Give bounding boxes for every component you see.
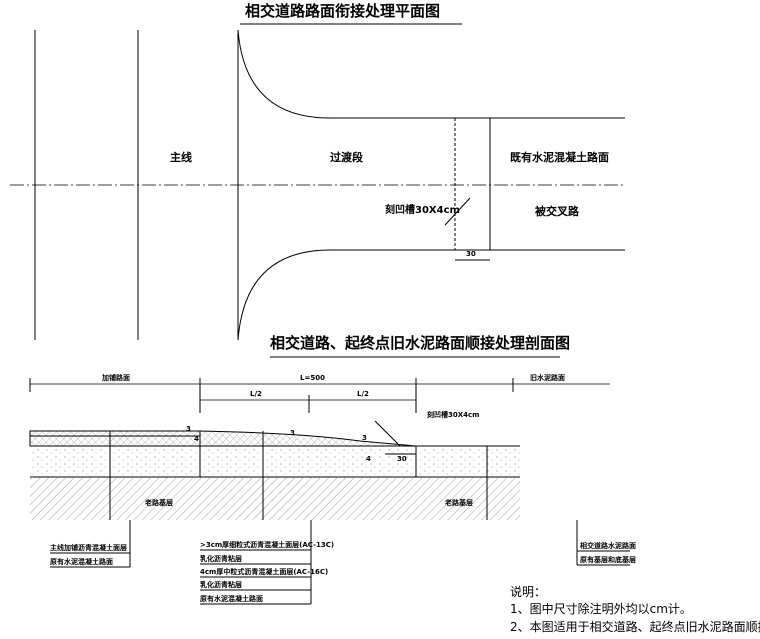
legend-mid-3: 4cm厚中粒式沥青混凝土面层(AC-16C) — [200, 568, 329, 576]
dim-3: 3 — [290, 429, 295, 437]
crossed-road-label: 被交叉路 — [535, 205, 579, 218]
base-right-label: 老路基层 — [445, 499, 473, 507]
note-1: 1、图中尺寸除注明外均以cm计。 — [510, 602, 692, 616]
section-dim-30: 30 — [397, 455, 407, 463]
half-length-1: L/2 — [250, 390, 262, 398]
old-concrete-label: 旧水泥路面 — [530, 374, 565, 382]
section-groove-label: 刻凹槽30X4cm — [427, 411, 480, 419]
half-length-2: L/2 — [357, 390, 369, 398]
legend-left-1: 主线加铺沥青混凝土面层 — [50, 544, 127, 552]
legend-right-2: 原有基层和底基层 — [580, 556, 636, 564]
dim-3: 3 — [362, 434, 367, 442]
dim-3: 3 — [186, 425, 191, 433]
legend-mid-4: 乳化沥青粘层 — [200, 581, 242, 589]
legend-right-1: 相交道路水泥路面 — [580, 542, 636, 550]
plan-title: 相交道路路面衔接处理平面图 — [245, 2, 441, 20]
main-line-label: 主线 — [170, 151, 192, 164]
overlay-label: 加铺路面 — [102, 374, 130, 382]
existing-road-label: 既有水泥混凝土路面 — [510, 151, 609, 164]
note-2: 2、本图适用于相交道路、起终点旧水泥路面顺接。 — [510, 620, 760, 634]
legend-mid-5: 原有水泥混凝土路面 — [200, 595, 263, 603]
legend-mid-1: >3cm厚细粒式沥青混凝土面层(AC-13C) — [200, 541, 335, 549]
legend-left-2: 原有水泥混凝土路面 — [50, 558, 113, 566]
section-title: 相交道路、起终点旧水泥路面顺接处理剖面图 — [270, 334, 571, 352]
notes-heading: 说明： — [510, 585, 547, 599]
base-left-label: 老路基层 — [145, 499, 173, 507]
dim-4: 4 — [366, 455, 371, 463]
length-label: L=500 — [300, 374, 325, 382]
plan-groove-label: 刻凹槽30X4cm — [385, 205, 460, 216]
legend-mid-2: 乳化沥青粘层 — [200, 555, 242, 563]
transition-label: 过渡段 — [330, 151, 363, 164]
plan-dim-30: 30 — [466, 250, 476, 258]
dim-4: 4 — [194, 435, 199, 443]
